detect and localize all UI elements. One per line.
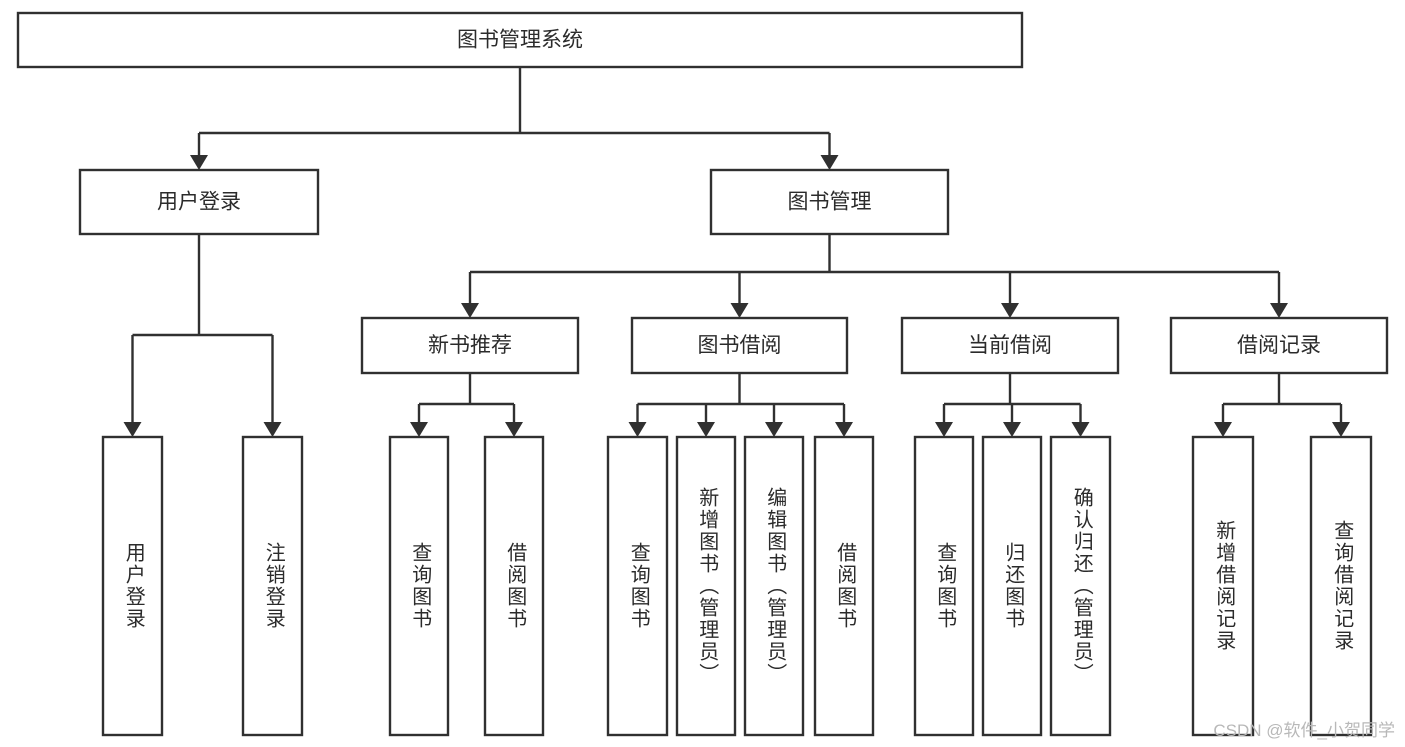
node-layer: 图书管理系统用户登录图书管理新书推荐图书借阅当前借阅借阅记录用户登录注销登录查询… (16, 11, 1389, 737)
node-label-leaf-rec-query: 查询图书 (409, 542, 432, 630)
connector-current-borrow (935, 373, 1090, 437)
node-box-leaf-br-query (1309, 435, 1373, 737)
node-label-book-borrow: 图书借阅 (698, 334, 782, 357)
node-box-current-borrow (900, 316, 1120, 375)
node-box-leaf-cb-confirm (1049, 435, 1112, 737)
node-box-leaf-bb-add (675, 435, 737, 737)
node-label-leaf-bb-borrow: 借阅图书 (834, 542, 857, 630)
node-leaf-cb-return[interactable]: 归还图书 (981, 435, 1043, 737)
node-leaf-br-query[interactable]: 查询借阅记录 (1309, 435, 1373, 737)
node-label-book-manage: 图书管理 (788, 191, 872, 214)
node-book-borrow[interactable]: 图书借阅 (630, 316, 849, 375)
node-leaf-cb-query[interactable]: 查询图书 (913, 435, 975, 737)
node-box-book-manage (709, 168, 950, 236)
connector-borrow-record (1214, 373, 1350, 437)
node-leaf-bb-borrow[interactable]: 借阅图书 (813, 435, 875, 737)
node-label-new-book-rec: 新书推荐 (428, 334, 512, 357)
node-box-root (16, 11, 1024, 69)
node-current-borrow[interactable]: 当前借阅 (900, 316, 1120, 375)
node-label-user-login: 用户登录 (157, 191, 241, 214)
node-new-book-rec[interactable]: 新书推荐 (360, 316, 580, 375)
node-box-leaf-cb-query (913, 435, 975, 737)
node-box-leaf-bb-borrow (813, 435, 875, 737)
node-label-leaf-cb-query: 查询图书 (934, 542, 957, 630)
connector-book-borrow (628, 373, 853, 437)
node-label-borrow-record: 借阅记录 (1237, 334, 1321, 357)
node-label-leaf-user-login: 用户登录 (122, 542, 145, 630)
node-label-current-borrow: 当前借阅 (968, 334, 1052, 357)
node-box-leaf-cb-return (981, 435, 1043, 737)
node-book-manage[interactable]: 图书管理 (709, 168, 950, 236)
node-box-leaf-br-add (1191, 435, 1255, 737)
node-label-leaf-user-logout: 注销登录 (262, 542, 285, 630)
node-leaf-br-add[interactable]: 新增借阅记录 (1191, 435, 1255, 737)
node-label-leaf-br-query: 查询借阅记录 (1331, 520, 1354, 652)
node-box-leaf-bb-query (606, 435, 669, 737)
node-borrow-record[interactable]: 借阅记录 (1169, 316, 1389, 375)
node-label-leaf-bb-query: 查询图书 (627, 542, 650, 630)
node-leaf-bb-add[interactable]: 新增图书（管理员） (675, 435, 737, 737)
node-user-login[interactable]: 用户登录 (78, 168, 320, 236)
node-box-leaf-bb-edit (743, 435, 805, 737)
node-label-leaf-rec-borrow: 借阅图书 (504, 542, 527, 630)
connector-root (190, 67, 839, 170)
connector-new-book-rec (410, 373, 523, 437)
node-box-leaf-rec-borrow (483, 435, 545, 737)
node-leaf-rec-query[interactable]: 查询图书 (388, 435, 450, 737)
node-label-leaf-cb-return: 归还图书 (1002, 542, 1025, 630)
node-box-new-book-rec (360, 316, 580, 375)
node-label-leaf-bb-add: 新增图书（管理员） (696, 487, 719, 685)
node-leaf-user-login[interactable]: 用户登录 (101, 435, 164, 737)
connector-user-login (123, 234, 282, 437)
node-leaf-bb-edit[interactable]: 编辑图书（管理员） (743, 435, 805, 737)
node-label-leaf-br-add: 新增借阅记录 (1213, 520, 1236, 652)
connector-book-manage (461, 234, 1288, 318)
node-box-user-login (78, 168, 320, 236)
node-leaf-user-logout[interactable]: 注销登录 (241, 435, 304, 737)
node-root[interactable]: 图书管理系统 (16, 11, 1024, 69)
node-leaf-rec-borrow[interactable]: 借阅图书 (483, 435, 545, 737)
node-label-leaf-cb-confirm: 确认归还（管理员） (1070, 487, 1093, 685)
node-box-leaf-user-login (101, 435, 164, 737)
node-leaf-bb-query[interactable]: 查询图书 (606, 435, 669, 737)
connector-layer (123, 67, 1350, 437)
node-box-book-borrow (630, 316, 849, 375)
node-label-root: 图书管理系统 (457, 29, 583, 52)
node-leaf-cb-confirm[interactable]: 确认归还（管理员） (1049, 435, 1112, 737)
node-box-borrow-record (1169, 316, 1389, 375)
node-box-leaf-rec-query (388, 435, 450, 737)
node-label-leaf-bb-edit: 编辑图书（管理员） (764, 487, 787, 685)
node-box-leaf-user-logout (241, 435, 304, 737)
